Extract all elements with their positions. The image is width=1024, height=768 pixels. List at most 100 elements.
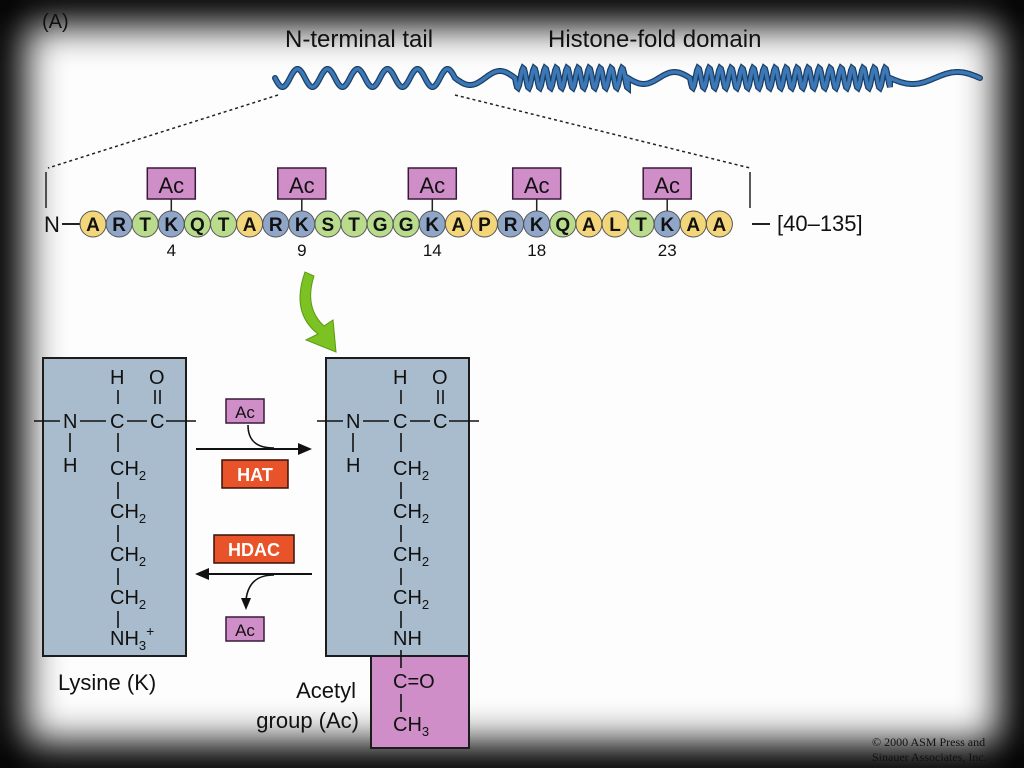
svg-text:N: N [346,411,360,433]
svg-text:H: H [393,367,407,389]
zoom-line-right [454,94,751,169]
residue-8: R [262,210,290,238]
residue-letter: G [373,215,388,236]
zoom-line-left [47,94,279,169]
residue-12: G [366,210,394,238]
ch2-group: CH2 [393,501,429,526]
site-number: 14 [423,241,442,260]
residue-letter: Q [555,215,570,236]
residue-letter: P [478,215,491,236]
residue-letter: A [86,215,100,236]
hat-enzyme [221,459,289,489]
ac-tag-site-4: Ac 4 [146,167,197,260]
svg-text:H: H [346,455,360,477]
green-arrow-icon [299,271,337,353]
hat-arrowhead-icon [298,443,312,455]
lys-c-carbonyl: C [150,411,164,433]
histone-protein-ribbon [272,63,983,95]
ac-tag-label: Ac [654,173,680,198]
ch2-group: CH2 [393,587,429,612]
residue-7: A [236,210,264,238]
residue-6: T [210,210,237,238]
residue-letter: A [686,215,700,236]
site-number: 18 [527,241,546,260]
ch2-group: CH2 [393,544,429,569]
residue-23: K [653,210,681,238]
lysine-box [42,357,187,657]
svg-text:O: O [432,367,448,389]
residue-letter: A [243,215,257,236]
residue-18: K [523,210,551,238]
ac-tag-site-9: Ac9 [277,167,327,260]
residue-letter: K [295,215,309,236]
residue-10: S [314,210,342,238]
histone-fold-domain-label: Histone-fold domain [548,26,761,53]
residue-letter: R [269,215,283,236]
ac-tag-box [146,167,197,200]
ac-tag-box [407,167,458,200]
residue-9: K [288,210,316,238]
residue-4: K [157,210,185,238]
residue-2: R [105,210,133,238]
ac-tag-label: Ac [158,173,184,198]
residue-letter: R [112,215,126,236]
panel-label: (A) [42,11,69,33]
lys-nh3: NH3+ [110,623,154,653]
svg-text:C: C [393,411,407,433]
residue-5: Q [183,210,211,238]
n-terminal-tail-label: N-terminal tail [285,26,433,53]
lysine-label: Lysine (K) [58,670,156,695]
residue-letter: K [164,215,178,236]
copyright-line2: Sinauer Associates, Inc. [872,750,987,764]
residue-letter: T [635,215,647,236]
residue-1: A [79,210,107,238]
residue-letter: Q [190,215,205,236]
residue-11: T [340,210,368,238]
ac-tag-label: Ac [289,173,315,198]
residue-20: A [575,210,603,238]
copyright-line1: © 2000 ASM Press and [872,735,985,749]
hat-curve [247,424,275,449]
residue-range-label: [40–135] [777,211,863,236]
site-number: 4 [167,241,176,260]
residue-17: R [497,210,525,238]
ac-tag-label: Ac [524,173,550,198]
site-number: 23 [658,241,677,260]
ch2-group: CH2 [110,458,146,483]
ac-tag-hat [225,398,265,424]
residue-19: Q [549,210,577,238]
residue-letter: K [530,215,544,236]
residue-letter: G [399,215,414,236]
hdac-enzyme [213,534,295,564]
ch2-group: CH2 [110,544,146,569]
ch2-group: CH2 [110,501,146,526]
ac-tag-hat-label: Ac [235,403,255,422]
ac-tag-box [511,167,562,200]
ac-tag-site-23: Ac 23 [642,167,692,260]
residue-letter: L [609,215,621,236]
residue-letter: T [139,215,151,236]
residue-letter: A [452,215,466,236]
ch2-group: CH2 [110,587,146,612]
residue-letter: R [504,215,518,236]
hdac-curve [245,574,275,601]
n-terminus-label: N [44,212,60,237]
acetyl-lysine-box [325,357,470,657]
residue-16: P [471,210,498,238]
helix-fill [273,65,982,92]
lys-n: N [63,411,77,433]
residue-15: A [444,210,472,238]
hdac-curve-arrowhead-icon [241,598,251,610]
ac-tag-label: Ac [419,173,445,198]
residue-letter: T [348,215,360,236]
ac-tag-box [642,167,692,200]
ac-tag-hdac-label: Ac [235,621,255,640]
residue-13: G [392,210,420,238]
hdac-arrowhead-icon [195,568,209,580]
ac-tag-hdac [225,616,265,642]
acetyl-carbonyl: C=O [393,671,435,693]
